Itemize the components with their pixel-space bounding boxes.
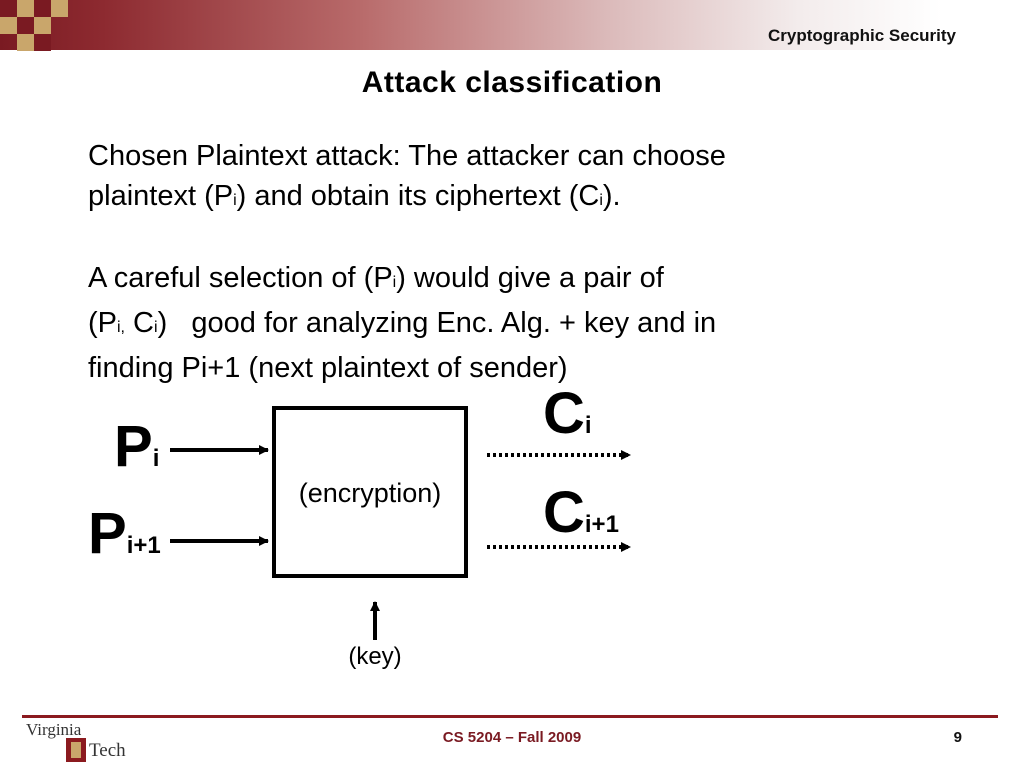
header-square (34, 34, 51, 51)
header-square (0, 0, 17, 17)
text-segment: A careful selection of (P (88, 262, 393, 294)
header-square (17, 0, 34, 17)
subscript: i (392, 274, 397, 291)
logo-emblem-mark (71, 742, 81, 758)
label-main: P (114, 414, 153, 479)
text-line: finding Pi+1 (next plaintext of sender) (88, 348, 716, 388)
text-segment: ) good for analyzing Enc. Alg. + key and… (157, 307, 717, 339)
header-square (34, 0, 51, 17)
paragraph-chosen-plaintext: Chosen Plaintext attack: The attacker ca… (88, 136, 726, 221)
logo-text-virginia: Virginia (26, 720, 82, 739)
encryption-box (272, 406, 468, 578)
label-sub: i+1 (126, 532, 161, 559)
text-segment: plaintext (P (88, 180, 234, 212)
subscript: i, (117, 319, 125, 336)
page-number: 9 (953, 729, 962, 746)
subscript: i (154, 319, 158, 336)
subscript: i (233, 192, 237, 209)
slide-title: Attack classification (361, 66, 663, 99)
label-sub: i (584, 412, 592, 439)
label-main: C (543, 381, 585, 446)
footer-line (22, 715, 998, 718)
label-c-i: Ci (543, 385, 592, 443)
text-segment: ) and obtain its ciphertext (C (236, 180, 600, 212)
key-label: (key) (348, 643, 402, 670)
header-band (0, 0, 1024, 50)
logo-graphic: Virginia Tech (26, 720, 126, 762)
text-line: plaintext (Pi) and obtain its ciphertext… (88, 176, 726, 221)
header-square (0, 17, 17, 34)
text-segment: finding Pi+1 (next plaintext of sender) (88, 352, 568, 384)
text-segment: Chosen Plaintext attack: The attacker ca… (88, 140, 726, 172)
text-segment: ). (602, 180, 621, 212)
header-title: Cryptographic Security (768, 26, 956, 45)
label-p-i: Pi (114, 418, 159, 476)
text-segment: ) would give a pair of (396, 262, 664, 294)
text-line: (Pi, Ci) good for analyzing Enc. Alg. + … (88, 303, 716, 348)
label-main: P (88, 501, 127, 566)
label-sub: i+1 (584, 511, 619, 538)
text-line: Chosen Plaintext attack: The attacker ca… (88, 136, 726, 176)
label-main: C (543, 480, 585, 545)
footer-course: CS 5204 – Fall 2009 (442, 729, 582, 746)
header-square (34, 17, 51, 34)
paragraph-careful-selection: A careful selection of (Pi) would give a… (88, 258, 716, 388)
text-line: A careful selection of (Pi) would give a… (88, 258, 716, 303)
text-segment: (P (88, 307, 117, 339)
label-sub: i (152, 445, 160, 472)
virginia-tech-logo: Virginia Tech (22, 718, 137, 771)
header-square (17, 34, 34, 51)
label-p-i-plus-1: Pi+1 (88, 505, 161, 563)
label-c-i-plus-1: Ci+1 (543, 484, 619, 542)
logo-text-tech: Tech (89, 740, 126, 761)
header-square (17, 17, 34, 34)
encryption-label: (encryption) (298, 478, 442, 508)
text-segment: C (125, 307, 154, 339)
subscript: i (599, 192, 603, 209)
header-square (51, 0, 68, 17)
